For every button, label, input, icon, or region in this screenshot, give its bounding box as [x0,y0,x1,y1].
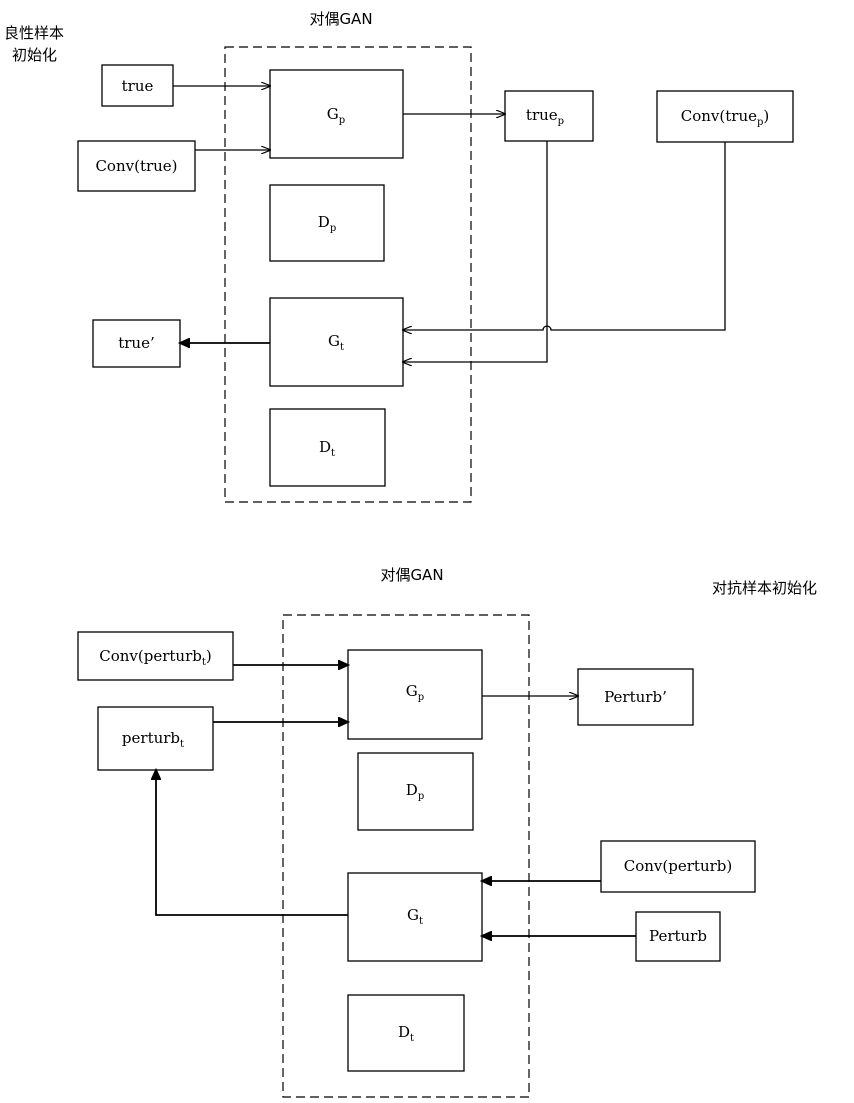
bottom-arrow-gt-to-perturb-t [156,770,348,915]
bottom-dt-node: Dt [348,995,464,1071]
top-arrow-conv-true-p-to-gt [403,142,725,330]
top-init-label-line1: 良性样本 [4,24,64,42]
bottom-perturb-t-label: perturbt [122,729,184,750]
bottom-perturb-node: Perturb [636,912,720,961]
bottom-conv-perturb-label: Conv(perturb) [624,857,732,875]
bottom-perturb-prime-node: Perturb’ [578,669,693,725]
bottom-conv-perturb-t-node: Conv(perturbt) [78,632,233,680]
bottom-perturb-t-node: perturbt [98,707,213,770]
top-init-label-line2: 初始化 [12,46,57,64]
top-dp-node: Dp [270,185,384,261]
top-true-p-node: truep [505,91,593,141]
top-conv-true-node: Conv(true) [78,141,195,191]
top-gan-title: 对偶GAN [309,10,372,28]
top-conv-true-p-label: Conv(truep) [681,107,770,128]
bottom-gan-title: 对偶GAN [380,566,443,584]
top-conv-true-label: Conv(true) [95,157,177,175]
bottom-gt-node: Gt [348,873,482,961]
bottom-dp-node: Dp [358,753,473,830]
bottom-perturb-label: Perturb [649,927,707,945]
bottom-init-label: 对抗样本初始化 [712,579,817,597]
top-conv-true-p-node: Conv(truep) [657,91,793,142]
top-true-prime-node: true’ [93,320,180,367]
top-dt-node: Dt [270,409,385,486]
top-gp-node: Gp [270,70,403,158]
top-gt-node: Gt [270,298,403,386]
top-true-prime-label: true’ [118,334,155,352]
top-true-label: true [122,77,154,95]
bottom-conv-perturb-t-label: Conv(perturbt) [99,647,212,668]
bottom-conv-perturb-node: Conv(perturb) [601,841,755,892]
bottom-gp-node: Gp [348,650,482,739]
bottom-perturb-prime-label: Perturb’ [604,688,667,706]
top-arrow-true-p-to-gt [403,141,547,362]
top-true-node: true [102,65,173,106]
